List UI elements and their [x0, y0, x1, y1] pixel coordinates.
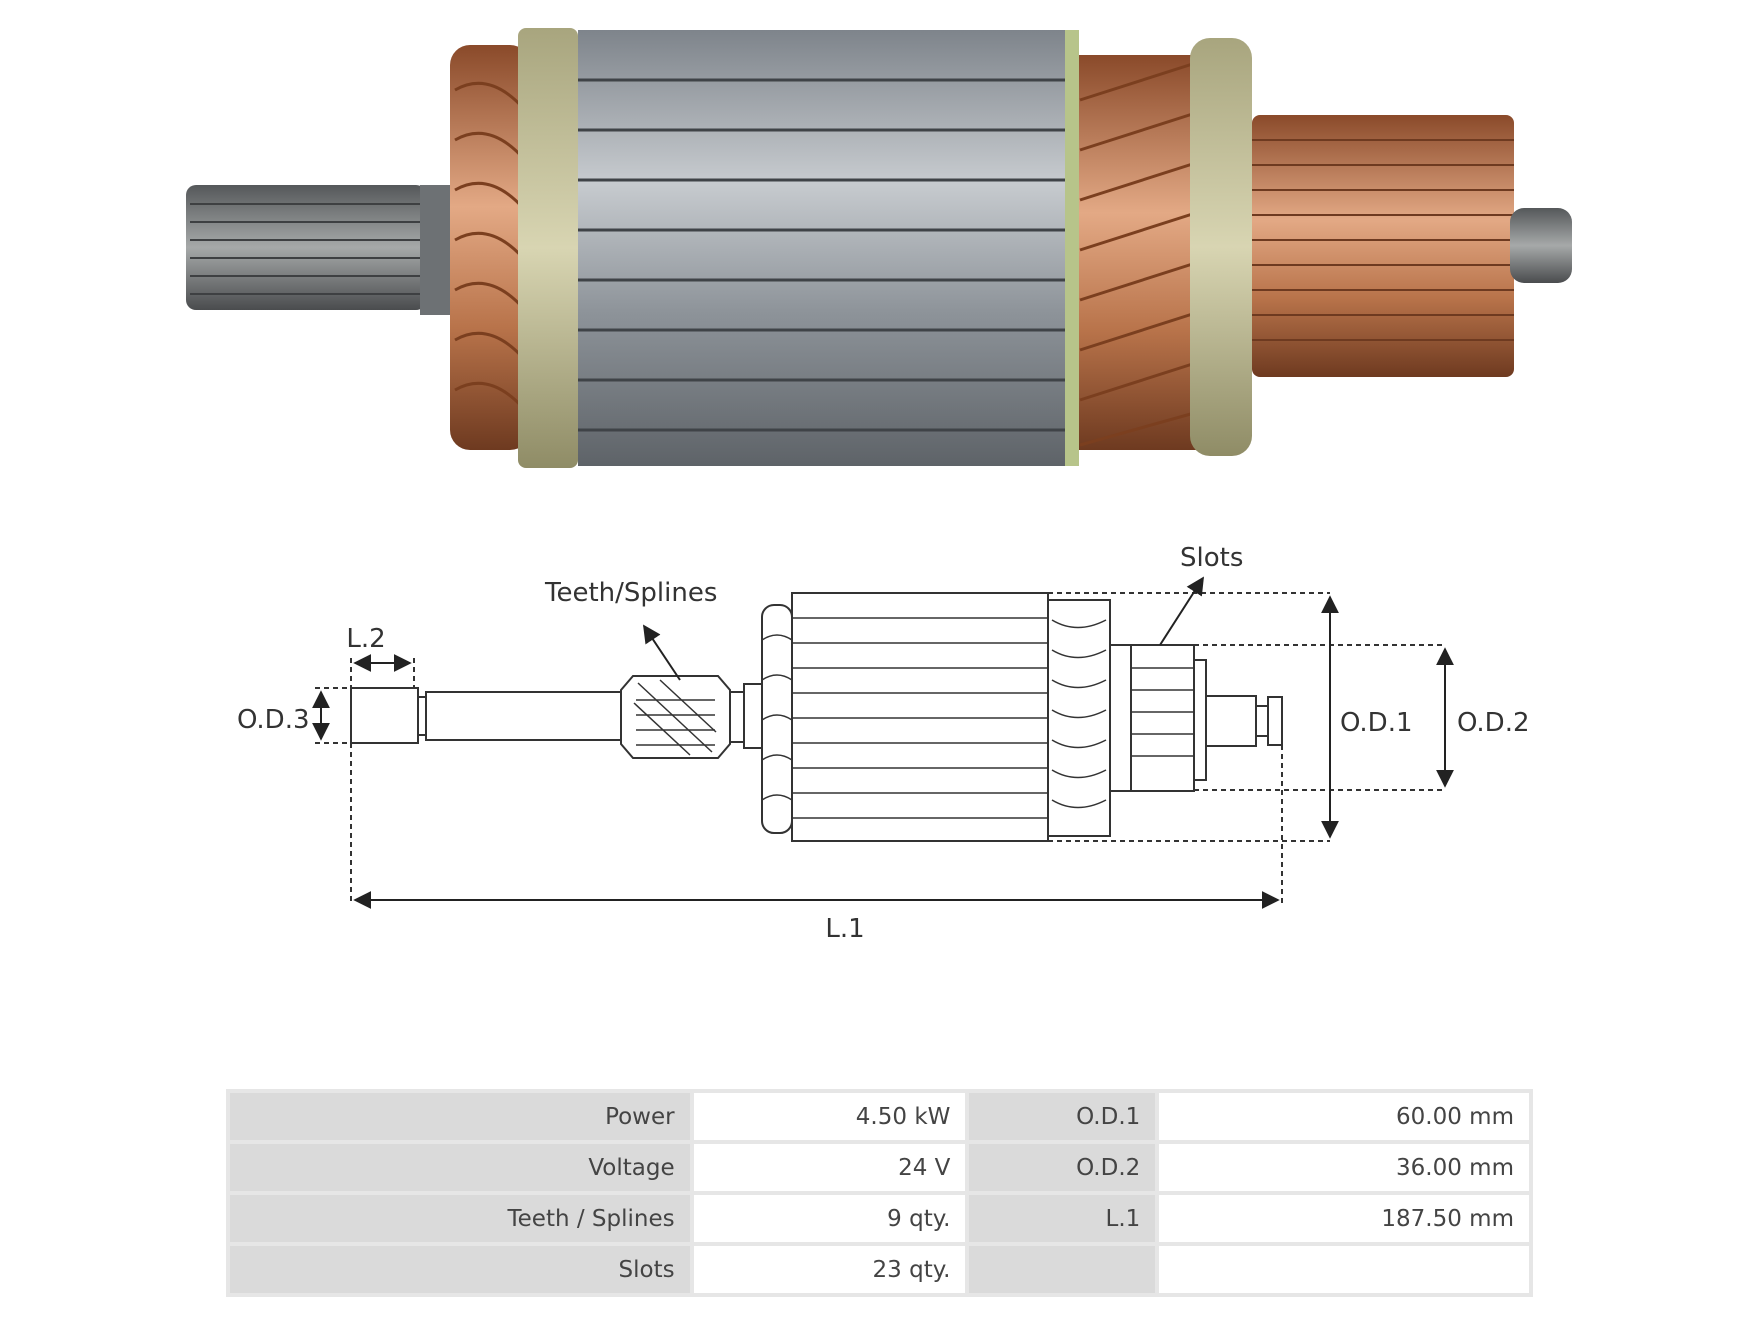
od1-label: O.D.1 [1340, 708, 1413, 738]
spec-label: Voltage [230, 1144, 690, 1191]
shaft-tip [350, 687, 419, 744]
diagram-commutator [1130, 644, 1195, 792]
spec-value: 4.50 kW [693, 1093, 966, 1140]
spec-value: 36.00 mm [1159, 1144, 1529, 1191]
spec-label: O.D.1 [969, 1093, 1156, 1140]
od3-label: O.D.3 [237, 705, 310, 735]
spec-label: L.1 [969, 1195, 1156, 1242]
table-row: Slots 23 qty. [230, 1246, 1529, 1293]
spec-label: Power [230, 1093, 690, 1140]
windings-right [1079, 55, 1209, 450]
spec-table: Power 4.50 kW O.D.1 60.00 mm Voltage 24 … [226, 1089, 1533, 1297]
spec-label: Slots [230, 1246, 690, 1293]
spec-label [969, 1246, 1156, 1293]
spec-value: 23 qty. [693, 1246, 966, 1293]
dimension-diagram: Slots Teeth/Splines L.2 O.D.3 O.D.1 O.D.… [237, 543, 1530, 944]
insulator-ring-left [518, 28, 578, 468]
spec-value: 60.00 mm [1159, 1093, 1529, 1140]
shaft-stub [1510, 208, 1572, 283]
slots-pointer [1159, 576, 1204, 646]
spec-value: 187.50 mm [1159, 1195, 1529, 1242]
l1-label: L.1 [825, 914, 864, 944]
pinion-gear [186, 185, 426, 310]
od2-label: O.D.2 [1457, 708, 1530, 738]
table-row: Power 4.50 kW O.D.1 60.00 mm [230, 1093, 1529, 1140]
spec-value [1159, 1246, 1529, 1293]
spec-value: 24 V [693, 1144, 966, 1191]
table-row: Voltage 24 V O.D.2 36.00 mm [230, 1144, 1529, 1191]
spec-label: Teeth / Splines [230, 1195, 690, 1242]
l2-label: L.2 [346, 624, 385, 654]
spec-label: O.D.2 [969, 1144, 1156, 1191]
laminated-core [578, 30, 1075, 466]
teeth-splines-pointer [643, 624, 681, 681]
table-row: Teeth / Splines 9 qty. L.1 187.50 mm [230, 1195, 1529, 1242]
diagram-core [791, 592, 1049, 842]
slots-label: Slots [1180, 543, 1243, 573]
shaft [425, 691, 622, 741]
commutator [1252, 115, 1514, 377]
spec-value: 9 qty. [693, 1195, 966, 1242]
armature-photo [186, 28, 1572, 468]
teeth-splines-label: Teeth/Splines [544, 578, 717, 608]
insulator-ring-right [1190, 38, 1252, 456]
diagram-windings-left [761, 604, 793, 834]
